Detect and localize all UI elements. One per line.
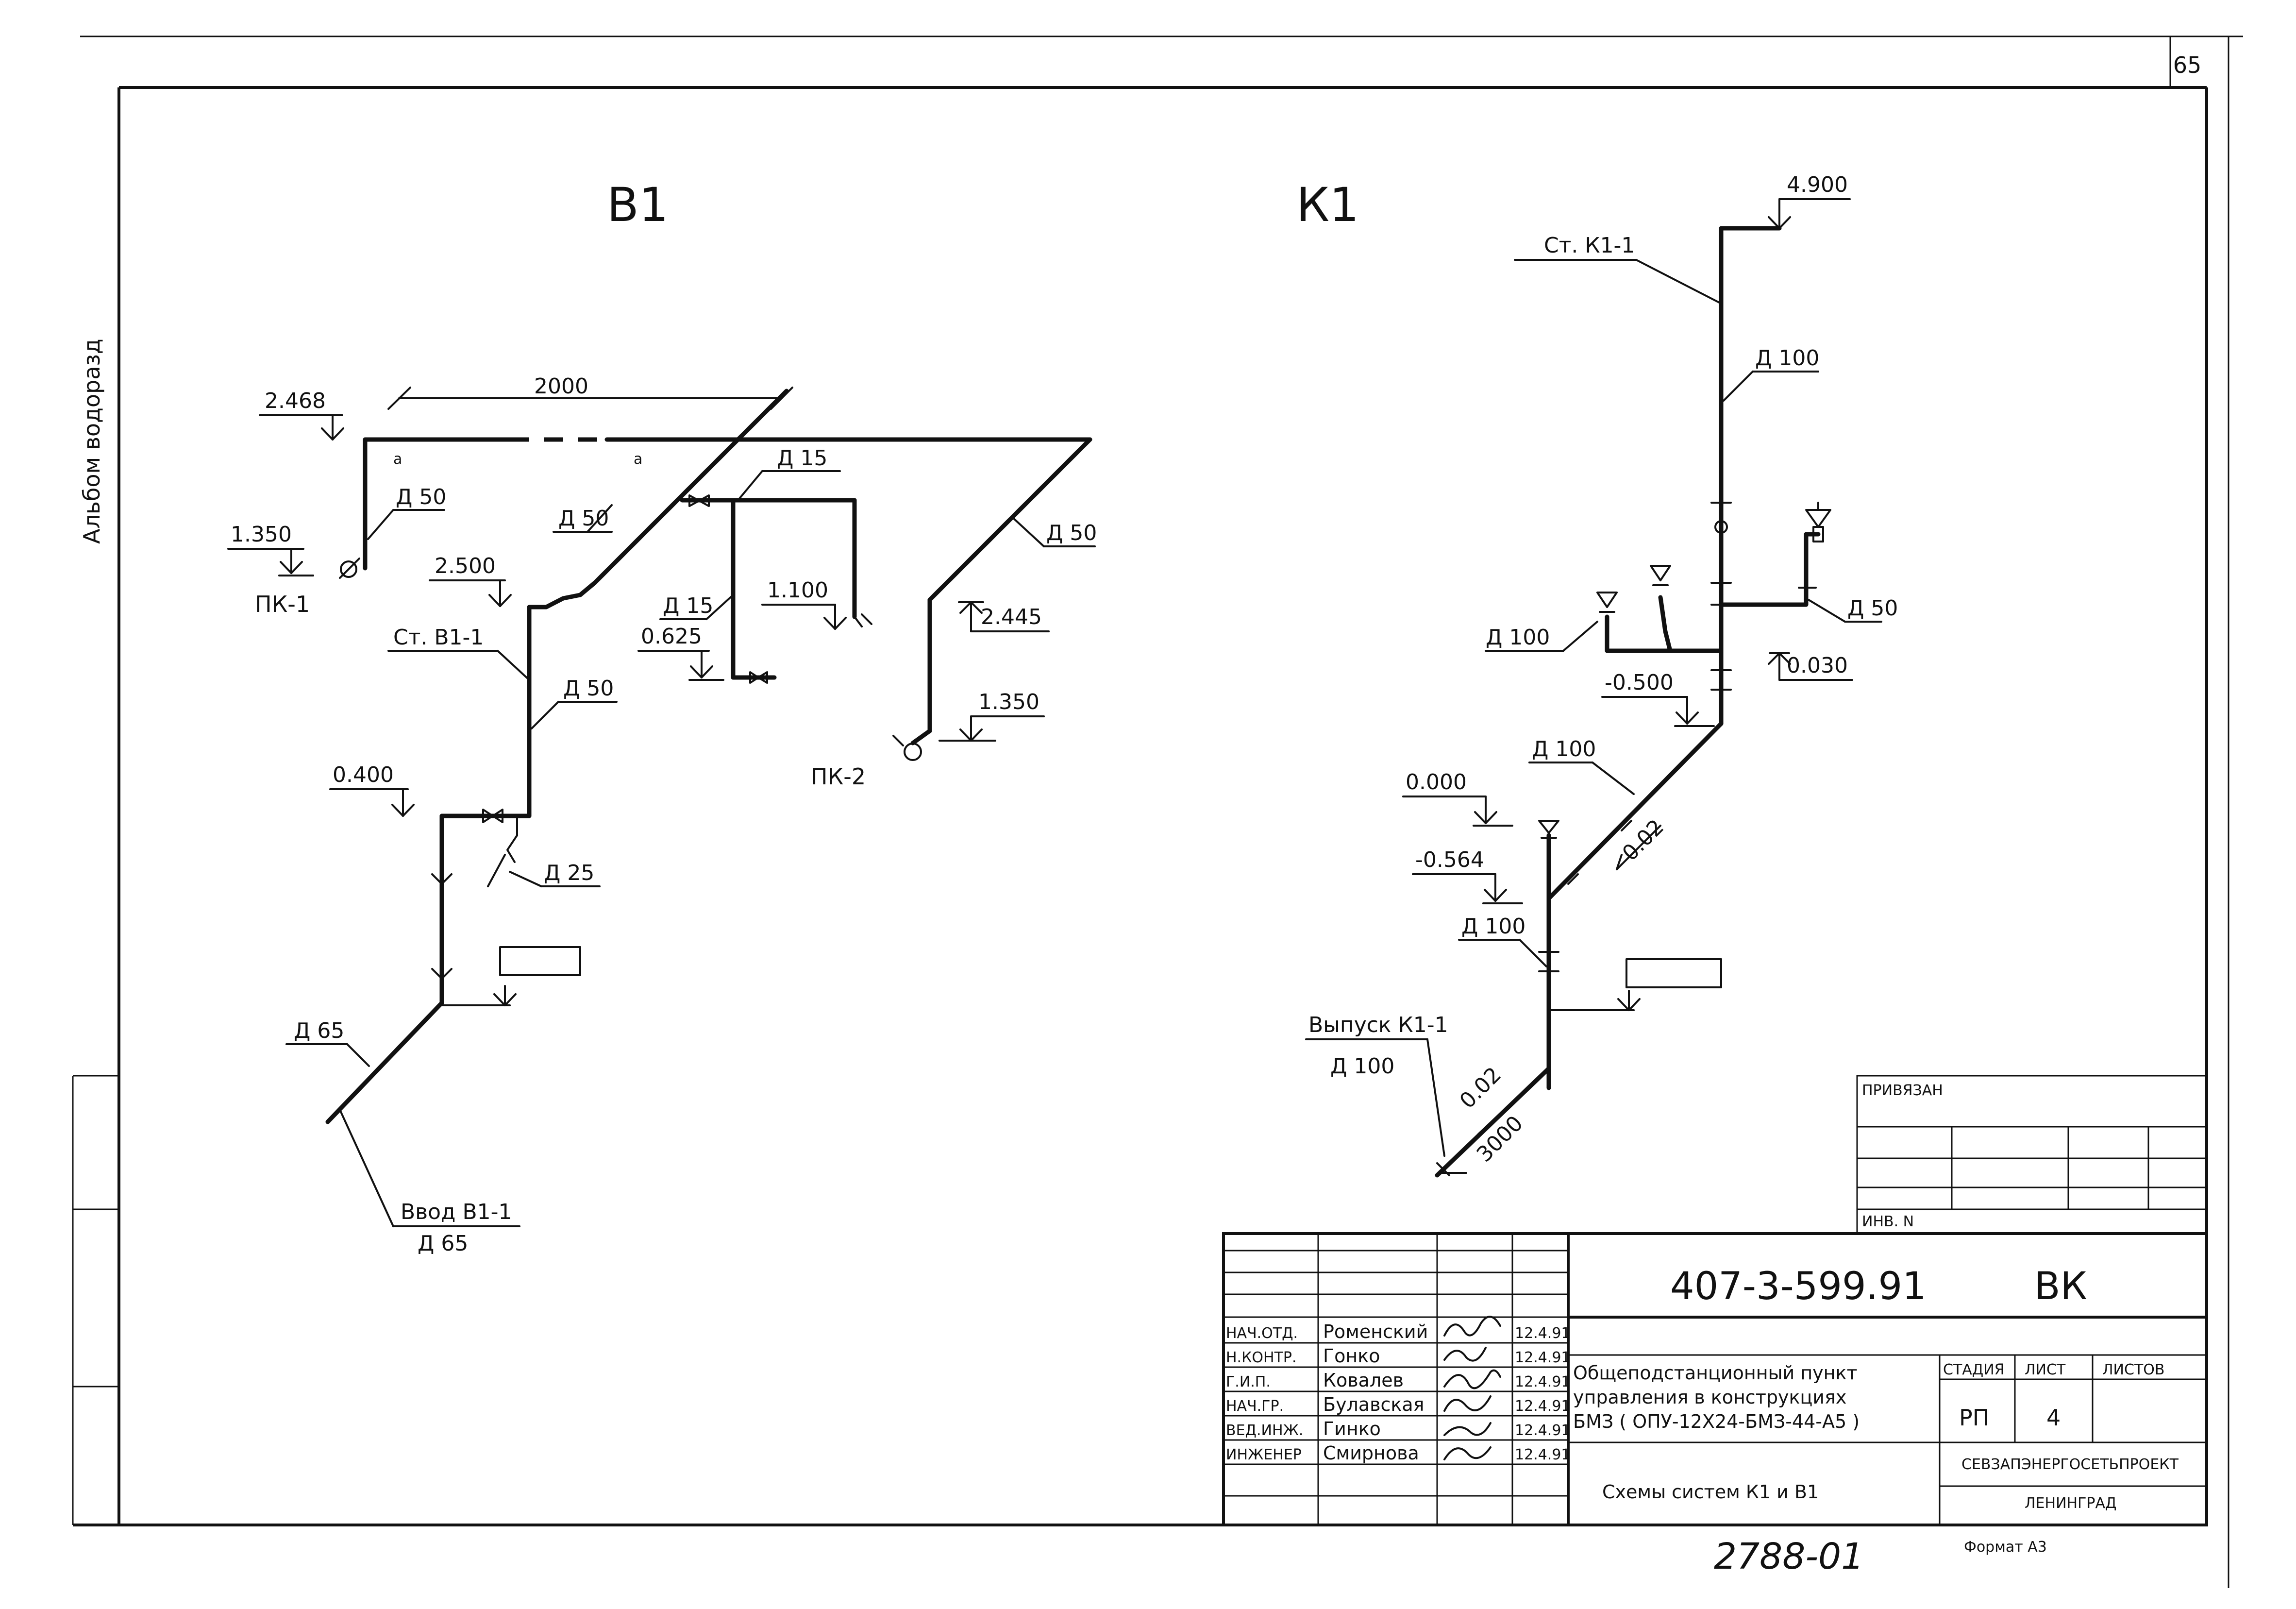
b1-dim-2000: 2000 [534,374,588,399]
description-line-2: управления в конструкциях [1573,1387,1846,1408]
b1-d15-upper: Д 15 [777,446,827,471]
date-6: 12.4.91 [1515,1446,1571,1463]
b1-diagonal-main [592,389,789,585]
k1-level-m0500: -0.500 [1605,670,1674,695]
sheet-title: Схемы систем К1 и В1 [1602,1481,1819,1503]
b1-d50-diag: Д 50 [558,506,609,531]
k1-d100-riser: Д 100 [1755,346,1819,371]
date-3: 12.4.91 [1515,1373,1571,1390]
b1-level-1350-a: 1.350 [231,522,292,547]
name-2: Гонко [1323,1345,1380,1367]
k1-level-4900: 4.900 [1787,172,1848,197]
k1-d100-lower: Д 100 [1461,914,1525,939]
description-line-3: БМЗ ( ОПУ-12Х24-БМЗ-44-А5 ) [1573,1411,1860,1432]
binding-title: ПРИВЯЗАН [1862,1082,1943,1099]
page-number: 65 [2173,52,2202,78]
date-5: 12.4.91 [1515,1422,1571,1439]
sheet-header: ЛИСТ [2025,1361,2066,1378]
role-gip: Г.И.П. [1226,1373,1271,1390]
name-3: Ковалев [1323,1370,1404,1391]
b1-level-1100: 1.100 [767,578,828,603]
k1-riser-top [1719,226,1782,726]
k1-outlet-diameter: Д 100 [1330,1054,1394,1079]
b1-d25: Д 25 [544,861,594,885]
role-ved-inzh: ВЕД.ИНЖ. [1226,1422,1303,1439]
b1-level-0625: 0.625 [641,624,702,649]
b1-level-0400: 0.400 [333,762,394,787]
b1-d65-leader: Д 65 [294,1018,344,1043]
binding-box: ПРИВЯЗАН ИНВ. N [1856,1075,2208,1235]
pk2-label: ПК-2 [811,763,866,790]
description-line-1: Общеподстанционный пункт [1573,1362,1858,1384]
k1-d50: Д 50 [1847,596,1898,621]
b1-level-2500: 2.500 [435,554,496,578]
b1-level-2445: 2.445 [981,605,1042,629]
sheets-header: ЛИСТОВ [2102,1361,2164,1378]
b1-riser-label: Ст. В1-1 [393,625,484,650]
date-2: 12.4.91 [1515,1349,1571,1366]
format-label: Формат A3 [1964,1539,2047,1556]
k1-d100-left: Д 100 [1486,625,1550,650]
b1-inlet-diameter: Д 65 [418,1231,468,1256]
name-6: Смирнова [1323,1442,1419,1464]
title-block: НАЧ.ОТД. Н.КОНТР. Г.И.П. НАЧ.ГР. ВЕД.ИНЖ… [1222,1232,2208,1526]
k1-slope-2: 0.02 [1455,1062,1506,1113]
scheme-k1: К1 4.900 Ст. К1-1 Д 100 Д 50 [1296,172,1898,1178]
date-1: 12.4.91 [1515,1325,1571,1342]
b1-branch-pk2 [927,437,1092,602]
k1-level-m0564: -0.564 [1415,847,1484,872]
b1-riser [527,580,597,818]
b1-valve-mark-1: а [393,451,402,468]
k1-level-0000: 0.000 [1406,770,1467,795]
k1-cleanout [1714,520,1728,534]
b1-valve-mark-2: а [634,451,642,468]
k1-outlet-tag-box [1626,958,1722,988]
handwritten-number: 2788-01 [1714,1536,1864,1577]
b1-d50-riser: Д 50 [563,676,614,701]
k1-dim-3000: 3000 [1472,1111,1528,1167]
b1-inlet-tag-box [499,946,581,976]
b1-level-2468: 2.468 [265,389,326,413]
sheet-number-value: 4 [2046,1405,2061,1431]
pk1-valve-symbol [340,560,357,578]
b1-inlet-label: Ввод В1-1 [401,1200,512,1224]
stage-header: СТАДИЯ [1943,1361,2005,1378]
role-inzhener: ИНЖЕНЕР [1226,1446,1302,1463]
date-4: 12.4.91 [1515,1398,1571,1415]
k1-riser-label: Ст. К1-1 [1544,233,1635,258]
signatures [1443,1316,1501,1460]
b1-title: В1 [607,178,669,232]
k1-sloped-pipe [1546,721,1724,901]
name-4: Булавская [1323,1394,1425,1415]
document-code: 407-3-599.91 [1670,1265,1927,1308]
name-1: Роменский [1323,1321,1428,1342]
pk1-label: ПК-1 [255,591,310,617]
role-nach-otd: НАЧ.ОТД. [1226,1325,1298,1342]
k1-title: К1 [1296,178,1359,232]
document-mark: ВК [2034,1265,2087,1308]
city: ЛЕНИНГРАД [2025,1495,2116,1512]
b1-level-1350-b: 1.350 [978,690,1039,714]
pk2-valve-symbol [904,743,922,761]
stage-value: РП [1959,1405,1989,1431]
role-n-kontr: Н.КОНТР. [1226,1349,1297,1366]
k1-d100-slope: Д 100 [1532,737,1596,762]
b1-d50-right: Д 50 [1046,521,1097,545]
side-stamp: Альбом водоразд [79,339,105,544]
k1-outlet-label: Выпуск К1-1 [1308,1013,1448,1037]
organization: СЕВЗАПЭНЕРГОСЕТЬПРОЕКТ [1961,1456,2179,1473]
b1-d50-pk1: Д 50 [396,485,446,509]
scheme-b1: В1 а а 2000 ПК-1 2.468 1.350 Д 50 [227,178,1097,1256]
name-5: Гинко [1323,1418,1381,1440]
k1-level-0030: 0.030 [1787,653,1848,678]
role-nach-gr: НАЧ.ГР. [1226,1398,1284,1415]
b1-d15-lower: Д 15 [663,593,713,618]
binding-inv: ИНВ. N [1862,1213,1914,1230]
